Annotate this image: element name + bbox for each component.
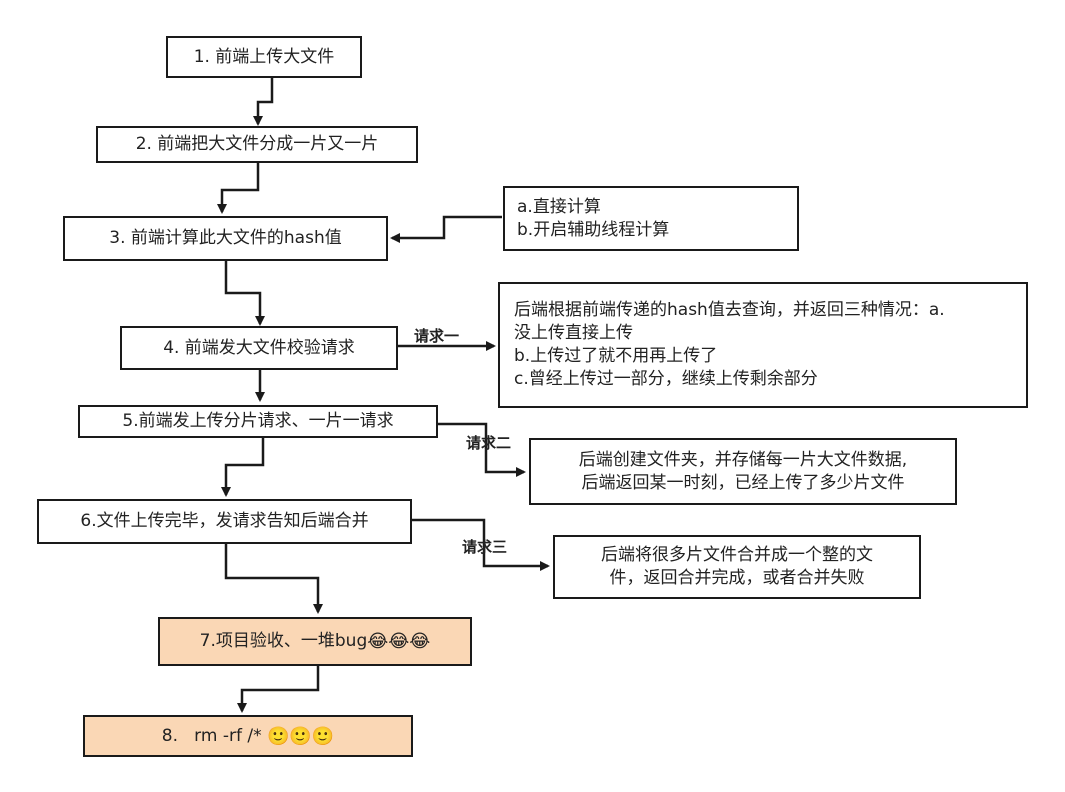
arrow-step5-to-step6: [221, 438, 265, 497]
note-hash-methods-line-1: a.直接计算: [517, 196, 601, 217]
label-request-2: 请求二: [466, 434, 512, 452]
label-request-1: 请求一: [414, 327, 460, 345]
step-3-compute-hash: 3. 前端计算此大文件的hash值: [63, 216, 388, 261]
note-check-response-line-1: 后端根据前端传递的hash值去查询，并返回三种情况：a.: [514, 300, 945, 320]
note-check-response: 后端根据前端传递的hash值去查询，并返回三种情况：a. 没上传直接上传 b.上…: [498, 282, 1028, 408]
note-merge-response-line-2: 件，返回合并完成，或者合并失败: [609, 568, 865, 588]
note-merge-response-line-1: 后端将很多片文件合并成一个整的文: [601, 545, 873, 565]
step-6-text: 6.文件上传完毕，发请求告知后端合并: [80, 511, 369, 531]
step-7-text: 7.项目验收、一堆bug: [199, 631, 368, 651]
note-hash-methods: a.直接计算 b.开启辅助线程计算: [503, 186, 799, 251]
arrow-request3: [412, 518, 550, 571]
step-1-text: 1. 前端上传大文件: [193, 46, 335, 67]
arrow-request2: [438, 422, 526, 477]
arrow-step2-to-step3: [217, 162, 260, 214]
note-check-response-line-3: b.上传过了就不用再上传了: [514, 346, 718, 366]
step-7-acceptance: 7.项目验收、一堆bug 😂😂😂: [158, 617, 472, 666]
arrow-step7-to-step8: [237, 666, 320, 713]
note-check-response-line-2: 没上传直接上传: [514, 323, 633, 343]
arrow-step6-to-step7: [224, 544, 323, 614]
note-chunk-response-line-1: 后端创建文件夹，并存储每一片大文件数据,: [578, 449, 908, 470]
note-chunk-response-line-2: 后端返回某一时刻，已经上传了多少片文件: [581, 472, 905, 493]
label-request-3: 请求三: [462, 538, 508, 556]
arrow-step3-to-step4: [224, 259, 265, 326]
step-5-text: 5.前端发上传分片请求、一片一请求: [122, 411, 394, 431]
note-hash-methods-line-2: b.开启辅助线程计算: [517, 219, 670, 240]
arrow-step1-to-step2: [253, 78, 274, 126]
arrow-hash-methods-to-step3: [390, 215, 502, 243]
note-check-response-line-4: c.曾经上传过一部分，继续上传剩余部分: [514, 369, 818, 389]
step-4-text: 4. 前端发大文件校验请求: [163, 337, 355, 358]
smiley-emoji-icon: 🙂🙂🙂: [266, 725, 335, 747]
step-4-verify-request: 4. 前端发大文件校验请求: [120, 326, 398, 370]
step-3-text: 3. 前端计算此大文件的hash值: [109, 228, 342, 248]
step-2-text: 2. 前端把大文件分成一片又一片: [135, 134, 379, 154]
step-5-chunk-upload: 5.前端发上传分片请求、一片一请求: [78, 405, 438, 438]
step-2-split-file: 2. 前端把大文件分成一片又一片: [96, 126, 418, 163]
laughing-emoji-icon: 😂😂😂: [367, 631, 431, 652]
step-6-request-merge: 6.文件上传完毕，发请求告知后端合并: [37, 499, 412, 544]
step-8-text: 8. rm -rf /*: [161, 725, 267, 746]
step-1-upload-large-file: 1. 前端上传大文件: [166, 36, 362, 78]
note-merge-response: 后端将很多片文件合并成一个整的文 件，返回合并完成，或者合并失败: [553, 535, 921, 599]
step-8-delete-all: 8. rm -rf /* 🙂🙂🙂: [83, 715, 413, 757]
note-chunk-response: 后端创建文件夹，并存储每一片大文件数据, 后端返回某一时刻，已经上传了多少片文件: [529, 438, 957, 505]
